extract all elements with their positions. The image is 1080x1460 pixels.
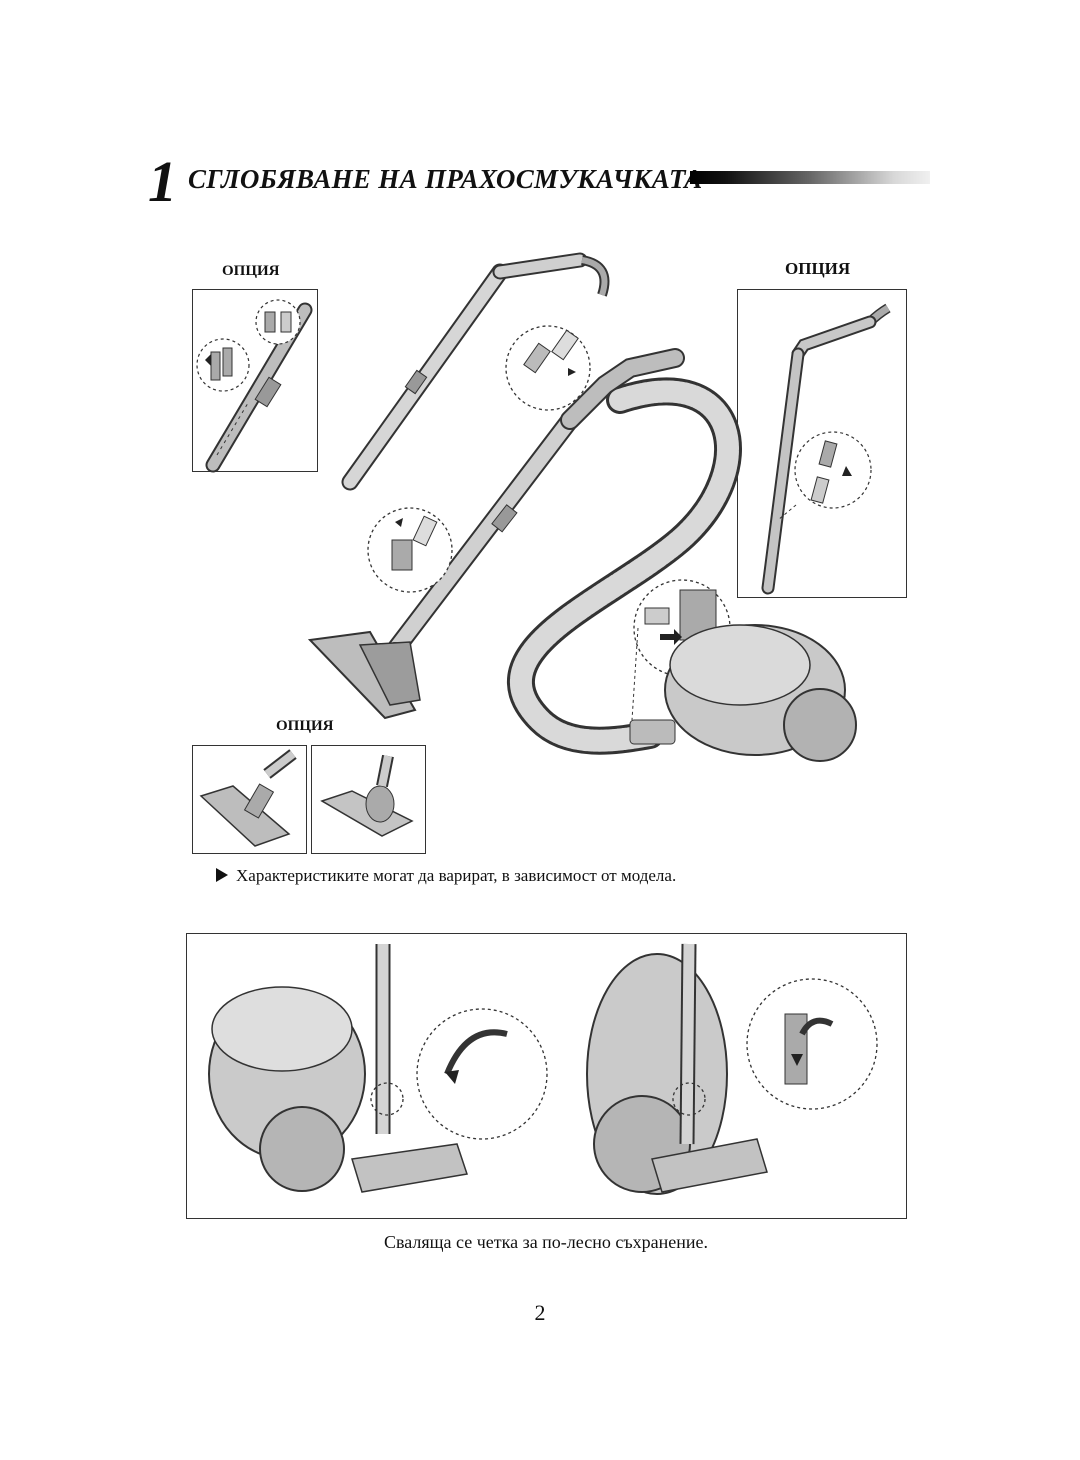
option-panel-telescopic-pipe	[192, 289, 318, 473]
option-panel-turbo-nozzle	[311, 745, 426, 854]
storage-illustration-panel	[186, 933, 907, 1219]
option-panel-handle-pipe	[737, 289, 907, 598]
turbo-nozzle-illustration	[320, 754, 414, 837]
storage-caption: Сваляща се четка за по-лесно съхранение.	[383, 1232, 709, 1252]
handle-pipe-illustration	[761, 303, 891, 595]
option-label-top-right: ОПЦИЯ	[785, 259, 851, 278]
bullet-triangle-icon	[216, 868, 228, 882]
section-number: 1	[148, 149, 177, 214]
page-number: 2	[534, 1300, 546, 1325]
vacuum-assembly-illustration	[307, 252, 857, 762]
model-variation-note: Характеристиките могат да варират, в зав…	[216, 866, 676, 886]
parking-storage-illustration	[208, 943, 878, 1195]
floor-nozzle-illustration	[199, 749, 297, 847]
option-label-bottom-left: ОПЦИЯ	[276, 718, 334, 734]
telescopic-pipe-illustration	[196, 299, 313, 473]
section-heading: 1 СГЛОБЯВАНЕ НА ПРАХОСМУКАЧКАТА	[148, 152, 938, 212]
note-text: Характеристиките могат да варират, в зав…	[236, 866, 677, 885]
heading-gradient-bar	[690, 171, 930, 184]
option-label-top-left: ОПЦИЯ	[222, 263, 280, 279]
section-title: СГЛОБЯВАНЕ НА ПРАХОСМУКАЧКАТА	[188, 164, 703, 194]
option-panel-floor-nozzle	[192, 745, 307, 854]
